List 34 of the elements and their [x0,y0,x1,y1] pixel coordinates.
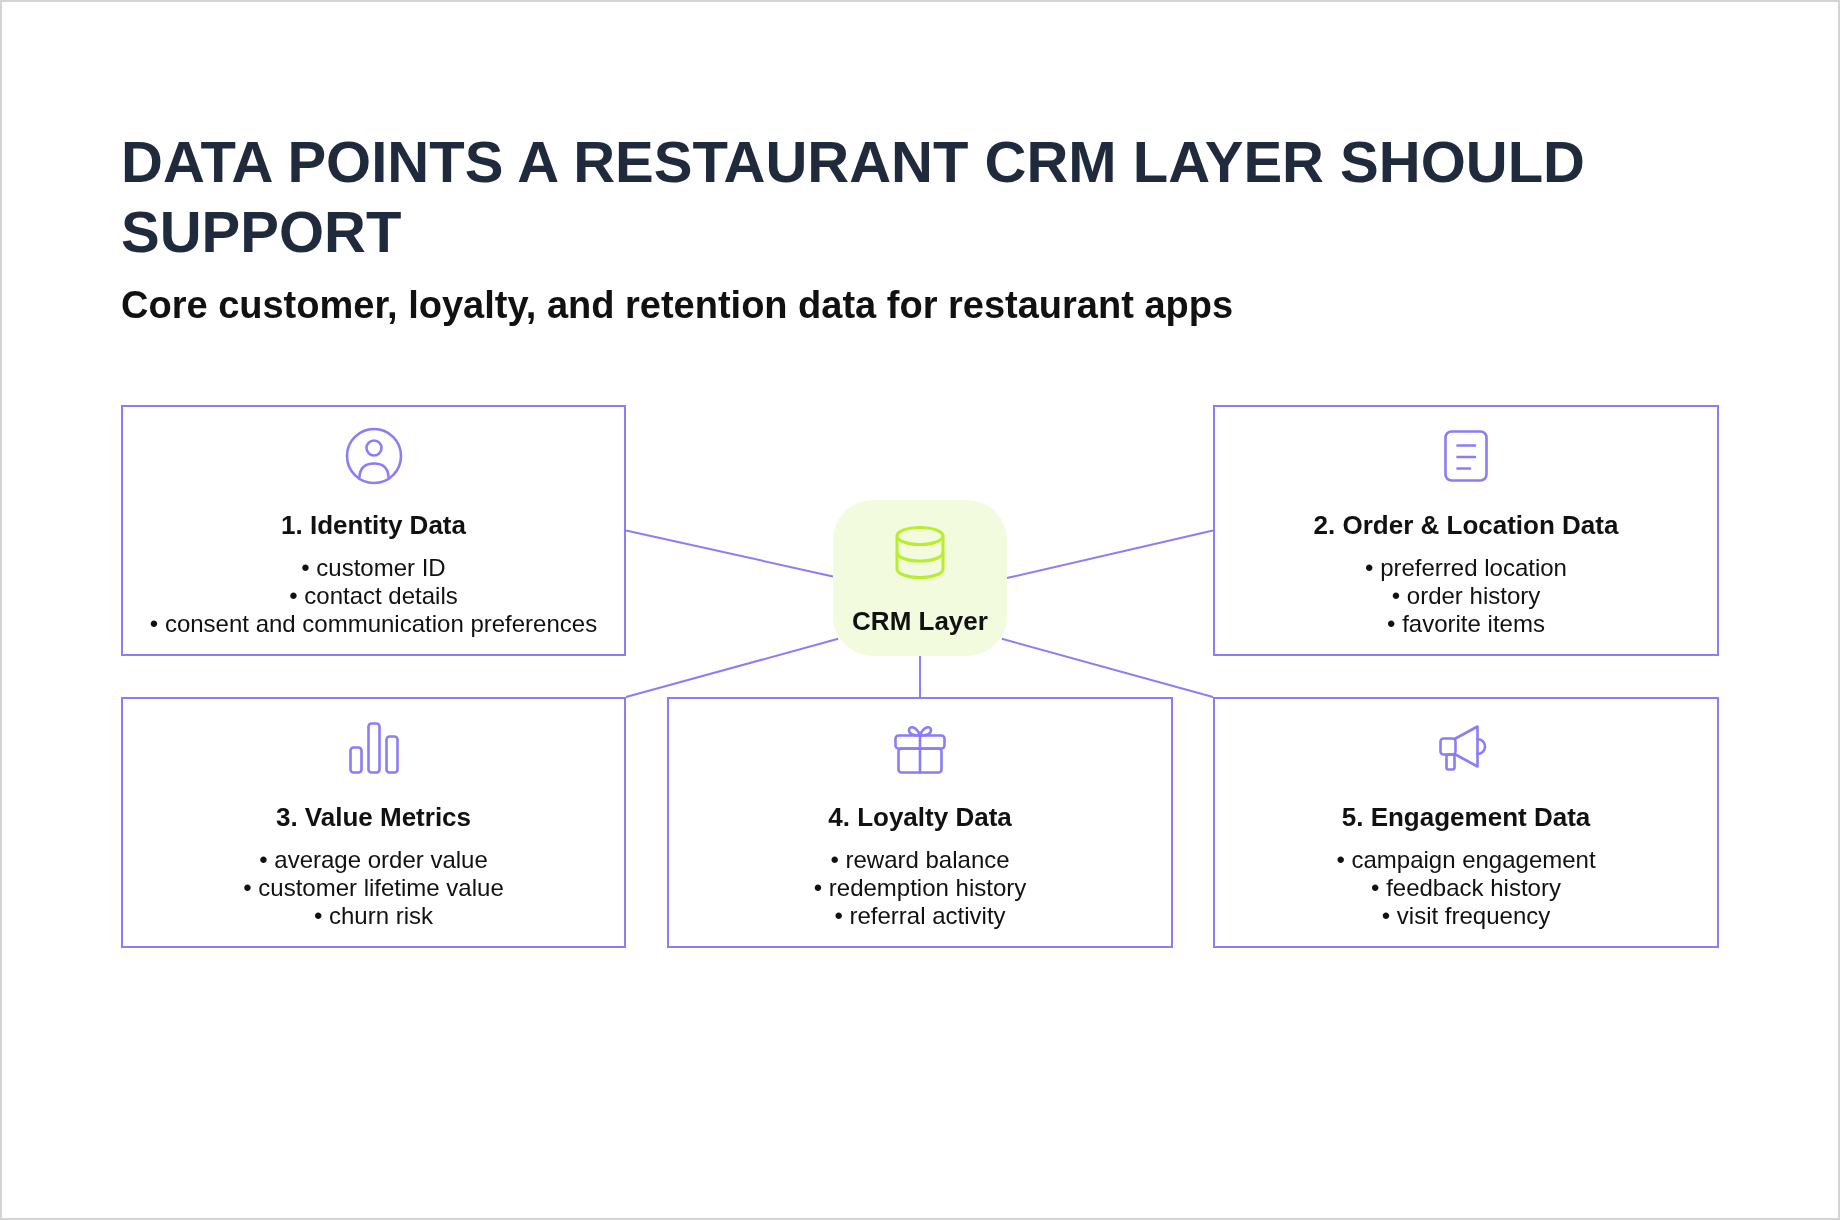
data-card [121,697,626,948]
bullet-item: • churn risk [313,902,434,930]
data-card [667,697,1173,948]
bullet-item: • contact details [289,582,458,610]
bullet-item: • reward balance [830,846,1010,874]
bullet-item: • average order value [259,846,488,874]
data-card [1213,405,1719,656]
bullet-item: • feedback history [1371,874,1561,902]
connector-line [1006,529,1214,579]
bullet-item: • customer lifetime value [243,874,504,902]
bullet-item: • consent and communication preferences [149,610,598,638]
hub-label: CRM Layer [852,606,988,636]
page-title: DATA POINTS A RESTAURANT CRM LAYER SHOULD SUPPORT [121,128,1586,266]
bullet-item: • favorite items [1387,610,1545,638]
bullet-item: • visit frequency [1381,902,1551,930]
card-heading: 4. Loyalty Data [828,802,1012,832]
hub-box [833,500,1007,656]
connector-line [625,529,834,578]
bullet-item: • redemption history [813,874,1027,902]
data-card [121,405,626,656]
card-heading: 5. Engagement Data [1341,802,1591,832]
bullet-item: • campaign engagement [1336,846,1596,874]
bullet-item: • preferred location [1365,554,1567,582]
bullet-item: • customer ID [301,554,446,582]
data-card [1213,697,1719,948]
connector-line [919,655,921,698]
card-heading: 3. Value Metrics [275,802,472,832]
bullet-item: • referral activity [834,902,1006,930]
bullet-item: • order history [1391,582,1541,610]
card-heading: 2. Order & Location Data [1313,510,1619,540]
connector-line [1000,637,1214,698]
card-heading: 1. Identity Data [281,510,466,540]
connector-line [625,637,840,698]
subtitle: Core customer, loyalty, and retention data for restaurant apps [121,283,1234,328]
